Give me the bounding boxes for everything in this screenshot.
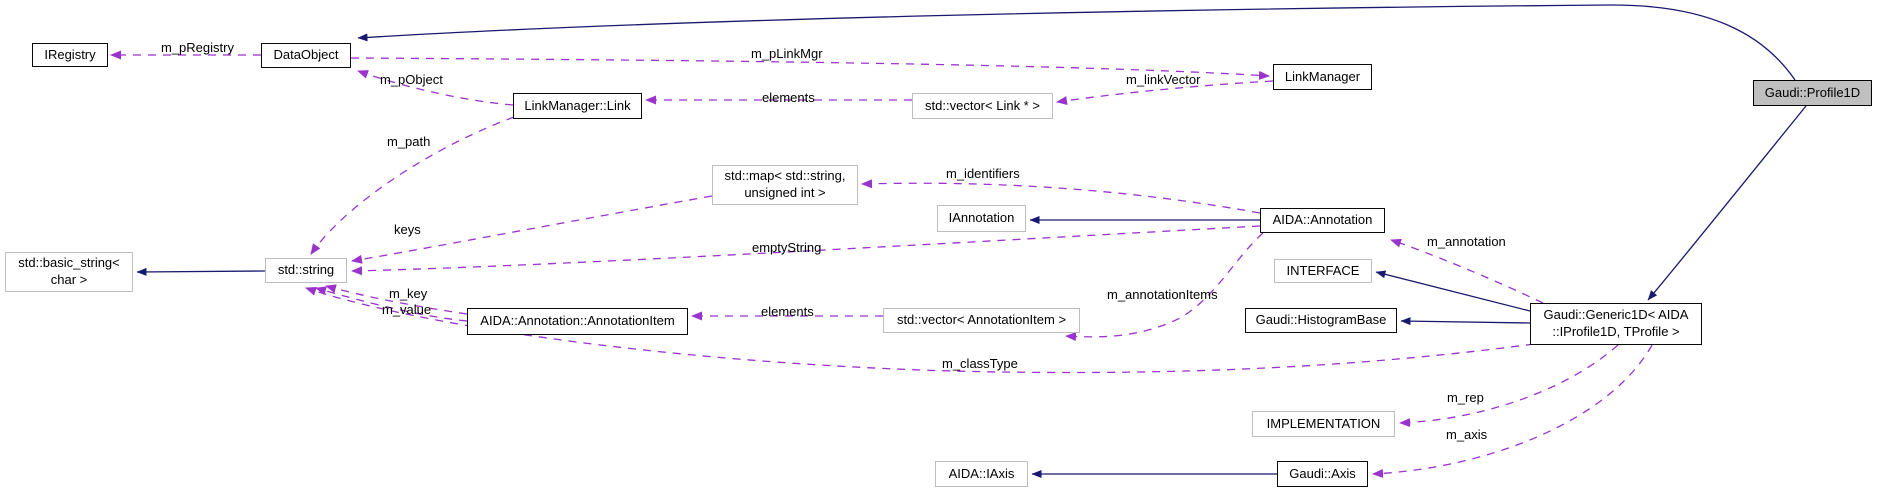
edge-label-keys: keys	[394, 222, 421, 237]
node-iregistry[interactable]: IRegistry	[32, 43, 108, 67]
edge-label-m-rep: m_rep	[1447, 390, 1484, 405]
node-gaudi-histogrambase[interactable]: Gaudi::HistogramBase	[1245, 308, 1397, 333]
edge-label-m-pobject: m_pObject	[380, 72, 443, 87]
edge-usage-m-value	[315, 286, 468, 322]
edge-usage-m-pobject	[357, 70, 514, 106]
edge-label-m-key: m_key	[389, 286, 428, 301]
edge-usage-emptystring	[351, 225, 1261, 276]
edge-usage-m-axis	[1372, 344, 1653, 478]
edge-usage-m-path	[310, 116, 515, 255]
edge-label-m-pregistry: m_pRegistry	[161, 40, 234, 55]
edge-label-m-classtype: m_classType	[942, 356, 1018, 371]
edge-label-m-axis: m_axis	[1446, 427, 1488, 442]
edge-label-m-annotation: m_annotation	[1427, 234, 1506, 249]
node-interface: INTERFACE	[1274, 259, 1372, 283]
node-iannotation: IAnnotation	[937, 205, 1026, 232]
node-gaudi-axis[interactable]: Gaudi::Axis	[1277, 461, 1368, 487]
node-gaudi-generic1d[interactable]: Gaudi::Generic1D< AIDA ::IProfile1D, TPr…	[1530, 303, 1702, 345]
node-linkmanager[interactable]: LinkManager	[1273, 64, 1372, 90]
edge-inheritance-profile1d-to-dataobject	[357, 4, 1796, 81]
edge-usage-keys	[351, 195, 713, 264]
edge-inheritance-generic1d-to-histogrambase	[1400, 317, 1531, 326]
edge-label-m-plinkmgr: m_pLinkMgr	[751, 46, 823, 61]
node-annotationitem[interactable]: AIDA::Annotation::AnnotationItem	[467, 308, 688, 335]
node-std-basic-string: std::basic_string< char >	[5, 252, 133, 292]
node-linkmanager-link[interactable]: LinkManager::Link	[513, 93, 642, 119]
node-std-string: std::string	[265, 258, 347, 283]
node-aida-iaxis: AIDA::IAxis	[935, 461, 1028, 487]
edge-label-elements-links: elements	[762, 90, 815, 105]
node-std-vector-link: std::vector< Link * >	[912, 93, 1053, 119]
edge-inheritance-stdstring-to-basicstring	[136, 267, 266, 276]
edge-usage-m-identifiers	[861, 179, 1261, 214]
node-implementation: IMPLEMENTATION	[1252, 411, 1395, 437]
edge-label-emptystring: emptyString	[752, 240, 822, 255]
edge-usage-m-annotationitems	[1065, 232, 1264, 342]
edge-label-m-annotationitems: m_annotationItems	[1107, 287, 1218, 302]
edge-usage-m-annotation	[1390, 238, 1544, 304]
node-dataobject[interactable]: DataObject	[261, 43, 351, 68]
edge-usage-m-key	[325, 284, 468, 315]
node-std-vector-annotationitem: std::vector< AnnotationItem >	[883, 308, 1080, 333]
edge-usage-m-linkvector	[1056, 80, 1274, 106]
node-aida-annotation[interactable]: AIDA::Annotation	[1260, 208, 1385, 233]
node-gaudi-profile1d: Gaudi::Profile1D	[1753, 80, 1872, 106]
edge-inheritance-generic1d-to-interface	[1375, 270, 1531, 312]
node-std-map: std::map< std::string, unsigned int >	[712, 165, 858, 205]
edge-label-elements-items: elements	[761, 304, 814, 319]
edge-usage-m-classtype	[305, 286, 1535, 374]
edge-label-m-linkvector: m_linkVector	[1126, 72, 1201, 87]
edge-label-m-path: m_path	[387, 134, 431, 149]
edge-label-m-value: m_value	[382, 302, 432, 317]
edge-usage-m-plinkmgr	[350, 57, 1270, 80]
edge-inheritance-profile1d-to-generic1d	[1647, 105, 1807, 301]
edge-label-m-identifiers: m_identifiers	[946, 166, 1020, 181]
